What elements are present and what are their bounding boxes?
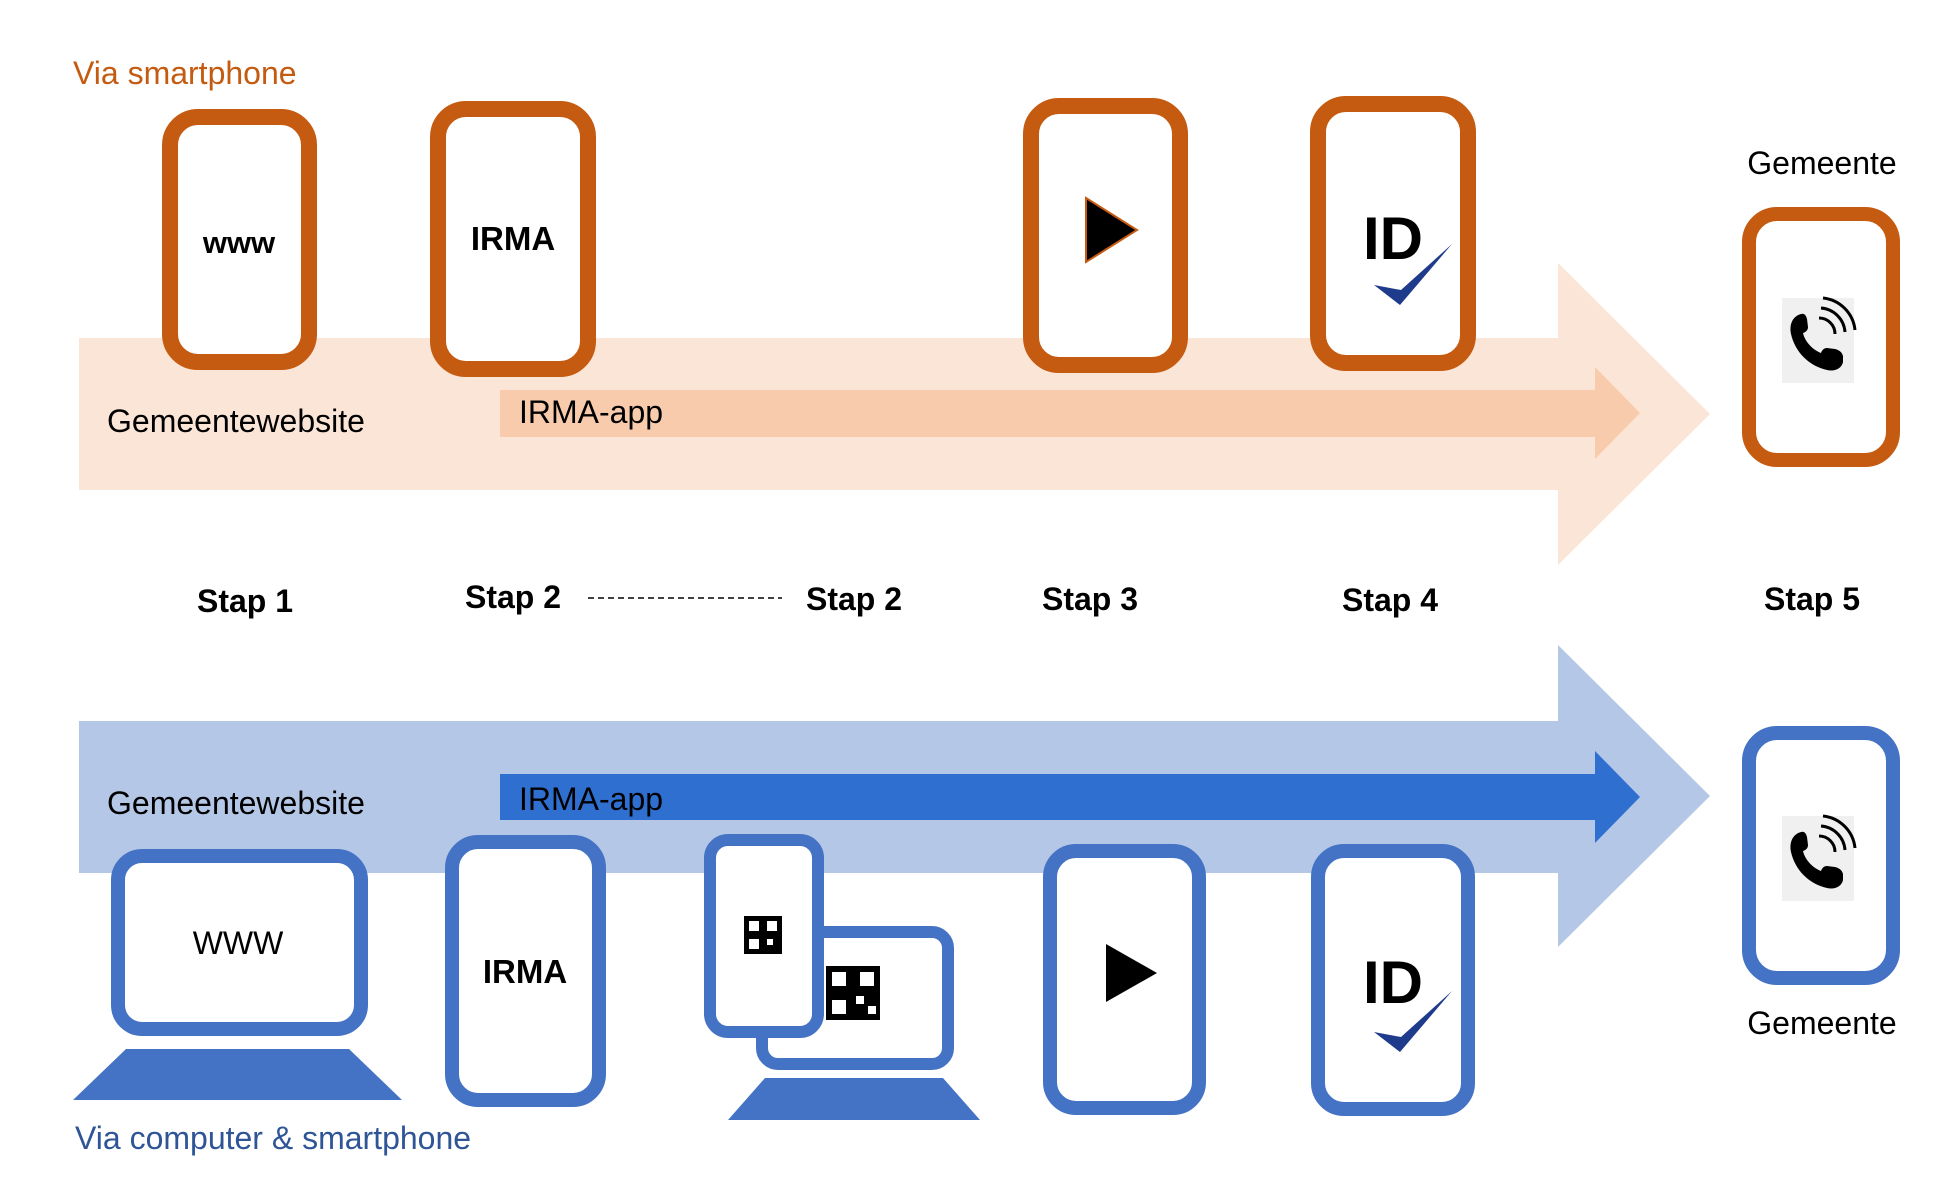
top-gemeente-label: Gemeente xyxy=(1747,145,1896,181)
top-phone-gemeente xyxy=(1742,207,1900,467)
step-2a-label: Stap 2 xyxy=(465,579,561,615)
phone-irma-text: IRMA xyxy=(471,220,555,257)
laptop-www-text: WWW xyxy=(193,925,284,961)
bottom-inner-arrow-label: IRMA-app xyxy=(519,781,663,817)
play-icon xyxy=(1106,944,1157,1002)
id-check-icon: ID xyxy=(1363,205,1452,305)
top-inner-arrow xyxy=(500,367,1640,459)
qr-code-icon xyxy=(744,916,880,1020)
top-flow-title: Via smartphone xyxy=(73,55,297,91)
bottom-arrow-label: Gemeentewebsite xyxy=(107,785,365,821)
id-check-icon: ID xyxy=(1363,949,1452,1052)
bottom-inner-arrow xyxy=(500,751,1640,843)
bottom-phone-irma: IRMA xyxy=(445,835,606,1107)
step-5-label: Stap 5 xyxy=(1764,581,1860,617)
bottom-phone-gemeente xyxy=(1742,726,1900,985)
bottom-laptop-www: WWW xyxy=(73,849,402,1100)
top-phone-irma: IRMA xyxy=(430,101,596,377)
top-arrow-label: Gemeentewebsite xyxy=(107,403,365,439)
phone-www-text: www xyxy=(202,225,276,260)
bottom-gemeente-label: Gemeente xyxy=(1747,1005,1896,1041)
step-3-label: Stap 3 xyxy=(1042,581,1138,617)
bottom-qr-scan xyxy=(704,834,980,1120)
bottom-irma-text: IRMA xyxy=(483,953,567,990)
bottom-id-text: ID xyxy=(1363,949,1423,1016)
play-icon xyxy=(1085,196,1139,264)
bottom-phone-play xyxy=(1043,844,1206,1115)
top-phone-id: ID xyxy=(1310,96,1476,371)
id-text: ID xyxy=(1363,205,1423,272)
bottom-flow-title: Via computer & smartphone xyxy=(75,1120,471,1156)
bottom-phone-id: ID xyxy=(1311,844,1475,1116)
step-4-label: Stap 4 xyxy=(1342,582,1438,618)
step-2b-label: Stap 2 xyxy=(806,581,902,617)
step-1-label: Stap 1 xyxy=(197,583,293,619)
top-inner-arrow-label: IRMA-app xyxy=(519,394,663,430)
top-phone-play xyxy=(1023,98,1188,373)
top-phone-www: www xyxy=(162,109,317,370)
